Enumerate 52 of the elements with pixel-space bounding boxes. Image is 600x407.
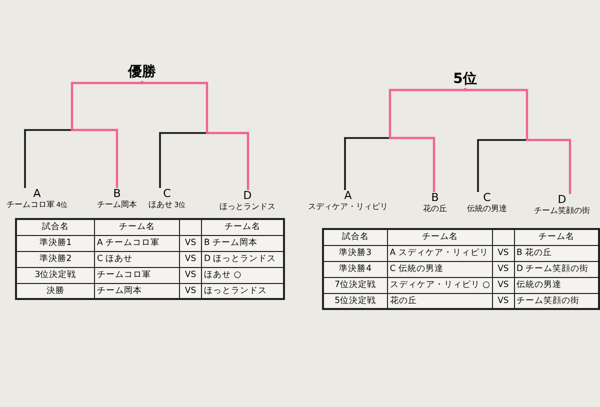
team-name: チームコロ軍 bbox=[6, 200, 54, 209]
match-name-cell: 3位決定戦 bbox=[16, 267, 94, 283]
team-name: チーム笑顔の街 bbox=[534, 206, 590, 215]
team-cell: C 伝統の男達 bbox=[387, 261, 492, 277]
team-cell: スディケア・リィピリ ○ bbox=[387, 277, 492, 293]
team-name: 伝統の男達 bbox=[467, 204, 507, 213]
versus-cell: VS bbox=[492, 245, 514, 261]
team-letter: A bbox=[344, 189, 352, 202]
team-cell: チーム岡本 bbox=[94, 283, 180, 299]
team-cell: チームコロ軍 bbox=[94, 267, 180, 283]
bracket-title: 優勝 bbox=[120, 63, 164, 81]
team-letter: D bbox=[243, 189, 252, 202]
team-letter: B bbox=[431, 191, 439, 204]
versus-cell: VS bbox=[492, 261, 514, 277]
team-letter: C bbox=[163, 187, 171, 200]
team-name: ほっとランドス bbox=[220, 202, 276, 211]
header-cell: 試合名 bbox=[16, 219, 94, 235]
versus-cell: VS bbox=[180, 235, 202, 251]
team-letter: C bbox=[483, 191, 491, 204]
bracket-title: 5位 bbox=[443, 70, 487, 88]
team-cell: C ほあせ bbox=[94, 251, 180, 267]
team-letter: B bbox=[113, 187, 121, 200]
bracket-line bbox=[464, 88, 572, 194]
header-cell: チーム名 bbox=[94, 219, 180, 235]
match-name-cell: 7位決定戦 bbox=[323, 277, 388, 293]
match-name-cell: 準決勝1 bbox=[16, 235, 94, 251]
team-name: 花の丘 bbox=[423, 204, 447, 213]
bracket-line bbox=[140, 80, 250, 190]
team-name: スディケア・リィピリ bbox=[308, 202, 388, 211]
header-cell: チーム名 bbox=[387, 229, 492, 245]
team-cell: A チームコロ軍 bbox=[94, 235, 180, 251]
match-name-cell: 準決勝4 bbox=[323, 261, 388, 277]
versus-cell: VS bbox=[492, 277, 514, 293]
team-letter: A bbox=[33, 187, 41, 200]
bracket-line bbox=[70, 80, 144, 188]
team-cell: A スディケア・リィピリ bbox=[387, 245, 492, 261]
team-cell: 伝統の男達 bbox=[514, 277, 599, 293]
header-cell: 試合名 bbox=[323, 229, 388, 245]
match-name-cell: 準決勝3 bbox=[323, 245, 388, 261]
versus-cell: VS bbox=[180, 251, 202, 267]
team-name: ほあせ bbox=[148, 200, 172, 209]
match-name-cell: 準決勝2 bbox=[16, 251, 94, 267]
bracket-line bbox=[388, 88, 466, 192]
team-letter: D bbox=[558, 193, 566, 206]
team-cell: B チーム岡本 bbox=[202, 235, 284, 251]
header-cell: チーム名 bbox=[514, 229, 599, 245]
team-cell: B 花の丘 bbox=[514, 245, 599, 261]
header-cell: チーム名 bbox=[202, 219, 284, 235]
team-cell: 花の丘 bbox=[387, 293, 492, 309]
team-name: チーム岡本 bbox=[97, 200, 137, 209]
versus-cell: VS bbox=[180, 267, 202, 283]
team-cell: D チーム笑顔の街 bbox=[514, 261, 599, 277]
